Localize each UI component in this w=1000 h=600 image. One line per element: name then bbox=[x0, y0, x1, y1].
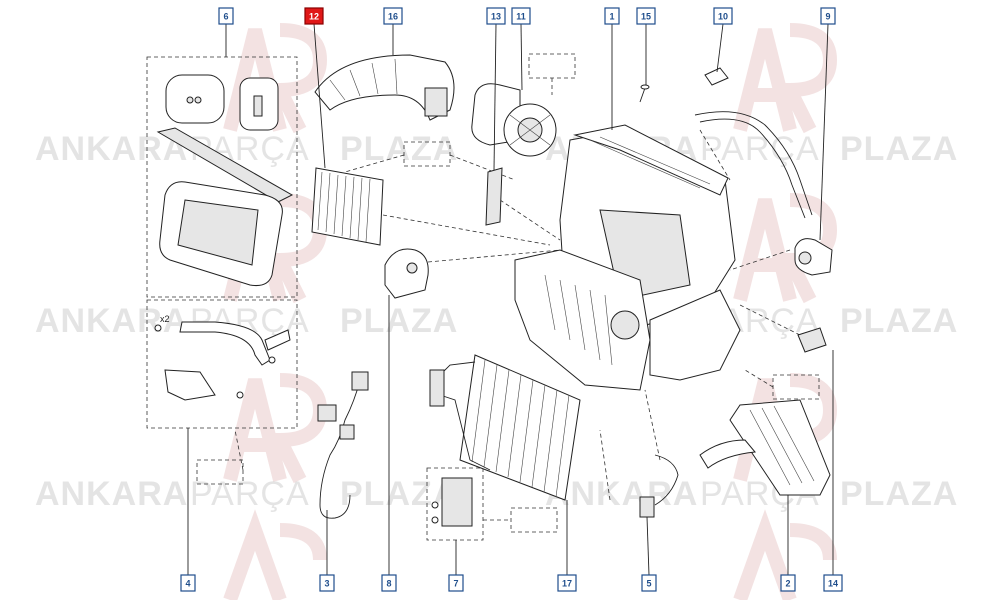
svg-text:13: 13 bbox=[491, 12, 501, 22]
dashed-group-frames bbox=[146, 53, 820, 541]
svg-text:11: 11 bbox=[516, 12, 526, 22]
callout-7: 7 bbox=[448, 574, 464, 592]
callout-17: 17 bbox=[557, 574, 577, 592]
wm-plaza-2: PLAZA bbox=[840, 130, 958, 168]
ref-box-11 bbox=[528, 53, 576, 79]
wm-ankara-5: ANKARA bbox=[35, 475, 188, 513]
wm-parca-2: PARÇA bbox=[700, 130, 820, 168]
callout-6: 6 bbox=[218, 7, 234, 25]
svg-text:17: 17 bbox=[562, 579, 572, 589]
svg-text:1: 1 bbox=[609, 12, 614, 22]
callout-8: 8 bbox=[381, 574, 397, 592]
wm-parca-5: PARÇA bbox=[190, 475, 310, 513]
callout-4: 4 bbox=[180, 574, 196, 592]
callout-16: 16 bbox=[383, 7, 403, 25]
x2-annotation: x2 bbox=[160, 314, 170, 324]
part-17-evaporator bbox=[429, 354, 581, 501]
wm-ankara-1: ANKARA bbox=[35, 130, 188, 168]
part-10-hose bbox=[694, 67, 813, 219]
wm-plaza-5: PLAZA bbox=[340, 475, 458, 513]
leader-lines bbox=[187, 23, 834, 576]
svg-text:6: 6 bbox=[223, 12, 228, 22]
part-1-hvac-housing bbox=[514, 124, 741, 391]
part-9-sensor bbox=[794, 238, 833, 276]
svg-text:9: 9 bbox=[825, 12, 830, 22]
svg-text:5: 5 bbox=[646, 579, 651, 589]
callout-2: 2 bbox=[780, 574, 796, 592]
part-2-heater-core bbox=[699, 399, 831, 496]
svg-text:3: 3 bbox=[324, 579, 329, 589]
wm-plaza-4: PLAZA bbox=[840, 302, 958, 340]
wm-plaza-6: PLAZA bbox=[840, 475, 958, 513]
group-frame-4 bbox=[146, 299, 298, 429]
part-6-filter-kit bbox=[156, 74, 294, 286]
callout-14: 14 bbox=[823, 574, 843, 592]
part-13-resistor bbox=[485, 167, 503, 226]
ref-box-7 bbox=[510, 507, 558, 533]
callout-11: 11 bbox=[511, 7, 531, 25]
callout-15: 15 bbox=[636, 7, 656, 25]
part-3-wiring-harness bbox=[317, 371, 369, 519]
svg-text:10: 10 bbox=[718, 12, 728, 22]
callout-5: 5 bbox=[641, 574, 657, 592]
part-5-temp-probe bbox=[639, 454, 679, 518]
callout-1: 1 bbox=[604, 7, 620, 25]
callout-10: 10 bbox=[713, 7, 733, 25]
wm-plaza-3: PLAZA bbox=[340, 302, 458, 340]
callout-13: 13 bbox=[486, 7, 506, 25]
part-14-connector bbox=[797, 327, 827, 353]
wm-plaza-1: PLAZA bbox=[340, 130, 458, 168]
group-frame-6 bbox=[146, 56, 298, 298]
callout-9: 9 bbox=[820, 7, 836, 25]
svg-text:8: 8 bbox=[386, 579, 391, 589]
part-8-actuator bbox=[384, 248, 429, 299]
part-16-air-duct bbox=[314, 54, 455, 121]
callout-12: 12 bbox=[304, 7, 324, 25]
part-7-expansion-valve bbox=[431, 477, 473, 527]
svg-text:16: 16 bbox=[388, 12, 398, 22]
callout-3: 3 bbox=[319, 574, 335, 592]
svg-text:12: 12 bbox=[309, 12, 319, 22]
svg-text:14: 14 bbox=[828, 579, 838, 589]
svg-text:7: 7 bbox=[453, 579, 458, 589]
group-frame-7 bbox=[426, 467, 484, 541]
svg-text:2: 2 bbox=[785, 579, 790, 589]
part-12-cabin-filter bbox=[311, 167, 384, 246]
svg-text:4: 4 bbox=[185, 579, 190, 589]
part-11-blower-motor bbox=[471, 83, 557, 157]
wm-ankara-3: ANKARA bbox=[35, 302, 188, 340]
part-15-screw bbox=[639, 84, 650, 103]
watermark-logos bbox=[223, 23, 838, 600]
part-4-bracket-group: x2 bbox=[154, 314, 291, 401]
svg-text:15: 15 bbox=[641, 12, 651, 22]
ref-box-4 bbox=[196, 459, 244, 485]
ref-box-16 bbox=[403, 141, 451, 167]
wm-ankara-6: ANKARA bbox=[545, 475, 698, 513]
